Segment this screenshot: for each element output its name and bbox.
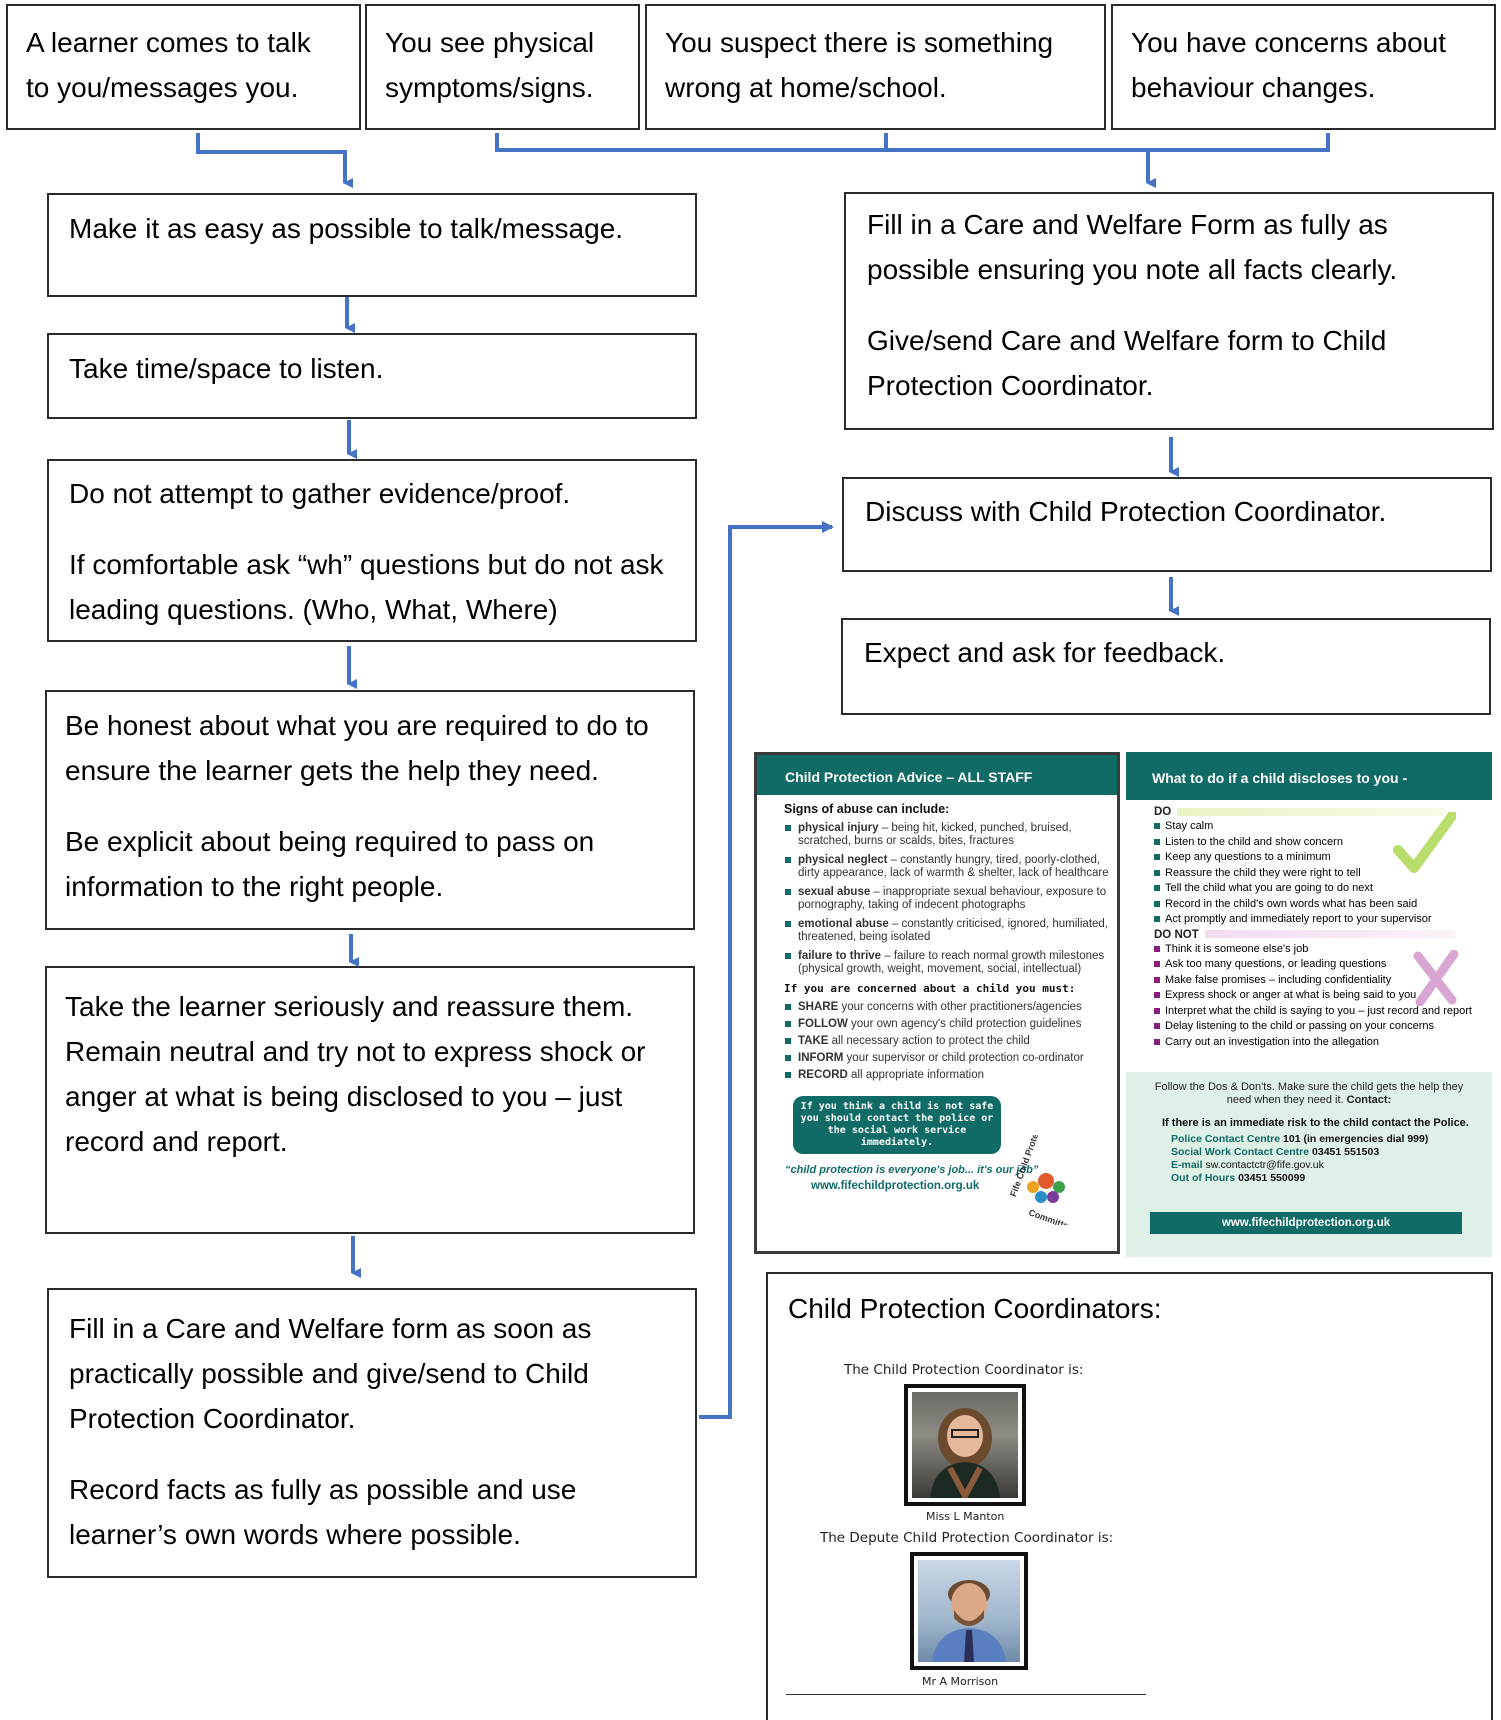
step-expect-feedback-text: Expect and ask for feedback.: [864, 637, 1226, 668]
trigger-physical-signs-text: You see physical symptoms/signs.: [385, 27, 595, 103]
person-avatar-icon: [930, 1408, 1000, 1498]
out-of-hours-contact: Out of Hours 03451 550099: [1171, 1172, 1306, 1184]
fife-child-protection-logo: Fife Child Protection Committee: [1008, 1135, 1074, 1225]
step-make-it-easy: Make it as easy as possible to talk/mess…: [47, 193, 697, 297]
do-item: Act promptly and immediately report to y…: [1154, 913, 1484, 926]
do-not-item: Interpret what the child is saying to yo…: [1154, 1005, 1484, 1018]
connector-learner-to-easy: [196, 133, 353, 188]
step-no-evidence-text: Do not attempt to gather evidence/proof.: [69, 478, 571, 509]
do-not-item: Express shock or anger at what is being …: [1154, 989, 1484, 1002]
must-item: SHARE your concerns with other practitio…: [785, 1001, 1109, 1014]
sign-item: sexual abuse – inappropriate sexual beha…: [785, 886, 1109, 912]
step-fill-form-right-text: Fill in a Care and Welfare Form as fully…: [867, 209, 1398, 285]
contact-panel: Follow the Dos & Don'ts. Make sure the c…: [1126, 1072, 1492, 1257]
trigger-suspect-home-school: You suspect there is something wrong at …: [645, 4, 1106, 130]
step-take-time-text: Take time/space to listen.: [69, 353, 384, 384]
do-not-item: Think it is someone else's job: [1154, 943, 1484, 956]
must-list: SHARE your concerns with other practitio…: [785, 1001, 1109, 1082]
do-item: Tell the child what you are going to do …: [1154, 882, 1484, 895]
leaflet-advice-header: Child Protection Advice – ALL STAFF: [757, 755, 1117, 795]
step-discuss-coordinator: Discuss with Child Protection Coordinato…: [842, 477, 1492, 572]
do-item: Listen to the child and show concern: [1154, 836, 1484, 849]
sign-item: failure to thrive – failure to reach nor…: [785, 950, 1109, 976]
connector-form-to-discuss: [699, 521, 834, 1419]
do-item: Stay calm: [1154, 820, 1484, 833]
do-not-item: Delay listening to the child or passing …: [1154, 1020, 1484, 1033]
trigger-learner-talks-text: A learner comes to talk to you/messages …: [26, 27, 311, 103]
do-item: Reassure the child they were right to te…: [1154, 867, 1484, 880]
primary-coordinator-photo: [904, 1384, 1026, 1506]
cross-icon: [1413, 950, 1459, 1006]
coordinators-panel: Child Protection Coordinators: The Child…: [766, 1272, 1493, 1720]
primary-coordinator-name: Miss L Manton: [926, 1510, 1005, 1523]
step-discuss-coordinator-text: Discuss with Child Protection Coordinato…: [865, 496, 1387, 527]
step-fill-form-left-text: Fill in a Care and Welfare form as soon …: [69, 1313, 592, 1434]
must-item: INFORM your supervisor or child protecti…: [785, 1052, 1109, 1065]
signs-list: physical injury – being hit, kicked, pun…: [785, 822, 1109, 976]
step-take-seriously-text: Take the learner seriously and reassure …: [65, 991, 646, 1157]
sign-item: emotional abuse – constantly criticised,…: [785, 918, 1109, 944]
coordinators-title: Child Protection Coordinators:: [788, 1293, 1162, 1324]
deputy-coordinator-label: The Depute Child Protection Coordinator …: [820, 1530, 1114, 1546]
step-be-honest-text: Be honest about what you are required to…: [65, 710, 649, 786]
sign-item: physical neglect – constantly hungry, ti…: [785, 854, 1109, 880]
do-label: DO: [1154, 806, 1484, 818]
step-make-it-easy-text: Make it as easy as possible to talk/mess…: [69, 213, 624, 244]
do-not-list: Think it is someone else's job Ask too m…: [1154, 943, 1484, 1049]
do-not-label: DO NOT: [1154, 929, 1484, 941]
leaflet-child-discloses: What to do if a child discloses to you -…: [1126, 752, 1492, 1257]
tick-icon: [1393, 812, 1456, 873]
trigger-physical-signs: You see physical symptoms/signs.: [365, 4, 640, 130]
person-avatar-icon: [932, 1580, 1006, 1662]
do-not-item: Make false promises – including confiden…: [1154, 974, 1484, 987]
step-fill-form-left: Fill in a Care and Welfare form as soon …: [47, 1288, 697, 1578]
must-item: FOLLOW your own agency's child protectio…: [785, 1018, 1109, 1031]
step-take-seriously: Take the learner seriously and reassure …: [45, 966, 695, 1234]
sign-item: physical injury – being hit, kicked, pun…: [785, 822, 1109, 848]
email-contact: E-mail sw.contactctr@fife.gov.uk: [1171, 1159, 1324, 1171]
connector-concerns-bracket: [495, 133, 1330, 183]
do-item: Record in the child's own words what has…: [1154, 898, 1484, 911]
trigger-suspect-home-school-text: You suspect there is something wrong at …: [665, 27, 1054, 103]
must-item: RECORD all appropriate information: [785, 1069, 1109, 1082]
police-contact: Police Contact Centre 101 (in emergencie…: [1171, 1133, 1429, 1145]
contact-label: Contact:: [1346, 1094, 1392, 1106]
step-give-form-text: Give/send Care and Welfare form to Child…: [867, 325, 1387, 401]
do-list: Stay calm Listen to the child and show c…: [1154, 820, 1484, 926]
step-record-facts-text: Record facts as fully as possible and us…: [69, 1474, 577, 1550]
risk-text: If there is an immediate risk to the chi…: [1162, 1117, 1469, 1129]
must-item: TAKE all necessary action to protect the…: [785, 1035, 1109, 1048]
trigger-learner-talks: A learner comes to talk to you/messages …: [6, 4, 361, 130]
step-expect-feedback: Expect and ask for feedback.: [841, 618, 1491, 715]
svg-text:Committee: Committee: [1027, 1207, 1074, 1225]
step-wh-questions-text: If comfortable ask “wh” questions but do…: [69, 549, 664, 625]
do-not-item: Ask too many questions, or leading quest…: [1154, 958, 1484, 971]
trigger-behaviour-changes: You have concerns about behaviour change…: [1111, 4, 1496, 130]
signs-title: Signs of abuse can include:: [784, 802, 950, 816]
must-title: If you are concerned about a child you m…: [784, 982, 1076, 995]
do-not-item: Carry out an investigation into the alle…: [1154, 1036, 1484, 1049]
leaflet-child-protection-advice: Child Protection Advice – ALL STAFF Sign…: [754, 752, 1120, 1254]
step-take-time: Take time/space to listen.: [47, 333, 697, 419]
trigger-behaviour-changes-text: You have concerns about behaviour change…: [1131, 27, 1446, 103]
police-callout: If you think a child is not safe you sho…: [793, 1096, 1001, 1154]
social-work-contact: Social Work Contact Centre 03451 551503: [1171, 1146, 1380, 1158]
step-no-evidence: Do not attempt to gather evidence/proof.…: [47, 459, 697, 642]
slogan: “child protection is everyone's job... i…: [785, 1164, 1039, 1176]
leaflet-disclose-header: What to do if a child discloses to you -: [1126, 752, 1492, 800]
advice-url: www.fifechildprotection.org.uk: [811, 1180, 980, 1192]
do-item: Keep any questions to a minimum: [1154, 851, 1484, 864]
disclose-url: www.fifechildprotection.org.uk: [1150, 1212, 1462, 1234]
divider-line: [786, 1694, 1146, 1695]
deputy-coordinator-photo: [910, 1552, 1028, 1670]
step-be-explicit-text: Be explicit about being required to pass…: [65, 826, 595, 902]
step-be-honest: Be honest about what you are required to…: [45, 690, 695, 930]
primary-coordinator-label: The Child Protection Coordinator is:: [844, 1362, 1084, 1378]
step-fill-form-right: Fill in a Care and Welfare Form as fully…: [844, 192, 1494, 430]
deputy-coordinator-name: Mr A Morrison: [922, 1675, 999, 1688]
follow-text: Follow the Dos & Don'ts. Make sure the c…: [1154, 1081, 1464, 1106]
